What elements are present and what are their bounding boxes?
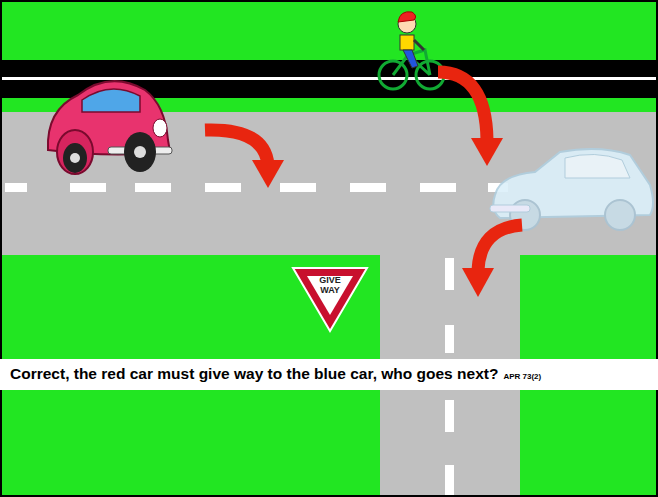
bike-path-line — [0, 77, 658, 80]
arrow-heads — [252, 138, 503, 297]
give-way-sign: GIVE WAY — [291, 265, 369, 333]
caption-band: Correct, the red car must give way to th… — [0, 359, 658, 390]
red-car — [48, 81, 172, 174]
sign-text: GIVE WAY — [313, 275, 347, 295]
path-arrows — [205, 72, 522, 270]
center-dashes — [5, 183, 508, 192]
cyclist — [379, 12, 444, 89]
blue-car — [490, 149, 653, 230]
rule-reference: APR 73(2) — [503, 372, 541, 381]
caption-text: Correct, the red car must give way to th… — [10, 365, 498, 382]
